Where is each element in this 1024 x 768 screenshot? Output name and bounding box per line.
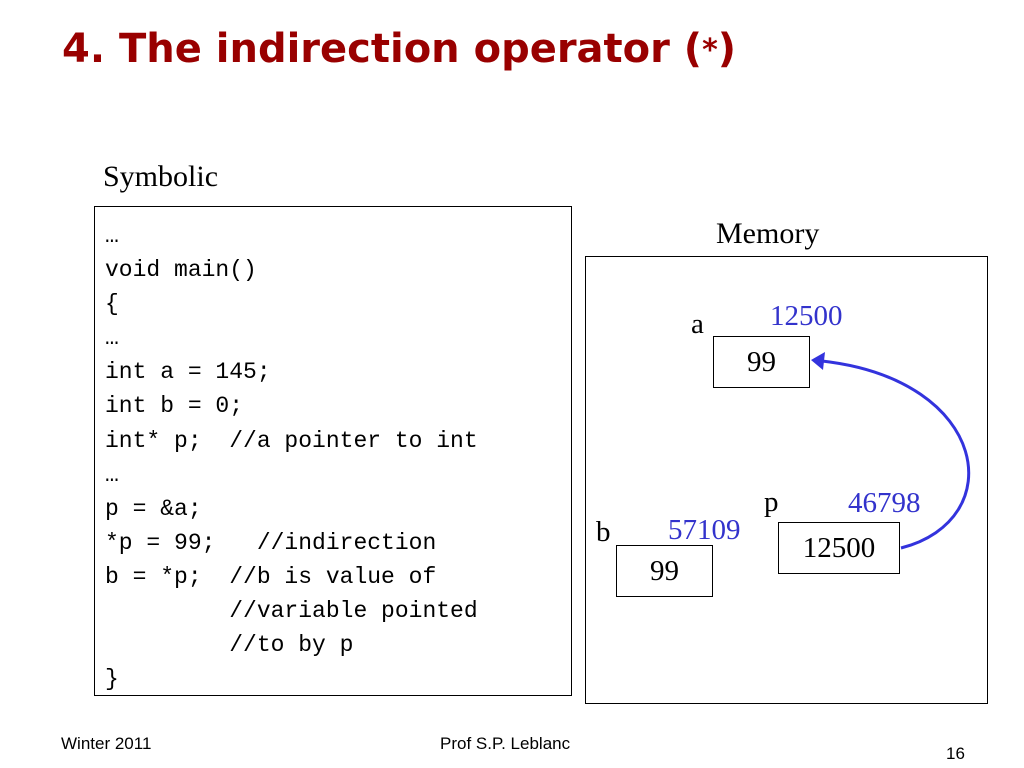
var-a-cell: 99: [713, 336, 810, 388]
footer-center: Prof S.P. Leblanc: [440, 734, 571, 753]
code-box: … void main() { … int a = 145; int b = 0…: [94, 206, 572, 696]
code-line: …: [105, 325, 119, 352]
code-line: void main(): [105, 257, 257, 284]
slide-title: 4. The indirection operator (*): [62, 26, 736, 72]
title-text: 4. The indirection operator (: [62, 26, 703, 72]
code-line: int* p; //a pointer to int: [105, 427, 478, 454]
code-line: p = &a;: [105, 495, 202, 522]
code-line: int a = 145;: [105, 359, 271, 386]
var-p-cell: 12500: [778, 522, 900, 574]
code-line: //to by p: [105, 632, 354, 659]
symbolic-label: Symbolic: [103, 160, 219, 193]
pointer-arrowhead: [811, 352, 825, 370]
var-a-address: 12500: [770, 300, 843, 332]
code-line: b = *p; //b is value of: [105, 563, 437, 590]
pointer-arrow-line: [821, 359, 971, 550]
code-line: *p = 99; //indirection: [105, 529, 437, 556]
code-line: }: [105, 666, 119, 693]
code-line: {: [105, 291, 119, 318]
var-b-cell: 99: [616, 545, 713, 597]
memory-box: [585, 256, 988, 704]
page-number: 16: [946, 744, 965, 763]
var-b-address: 57109: [668, 514, 741, 546]
code-line: …: [105, 223, 119, 249]
title-star: *: [702, 33, 718, 68]
footer-left: Winter 2011: [61, 734, 152, 753]
var-p-name: p: [764, 486, 779, 518]
code-line: int b = 0;: [105, 393, 244, 420]
memory-label: Memory: [716, 217, 820, 250]
code-line: //variable pointed: [105, 598, 478, 625]
var-p-address: 46798: [848, 487, 921, 519]
var-b-name: b: [596, 516, 611, 548]
code-line: …: [105, 461, 119, 488]
var-a-name: a: [691, 308, 704, 340]
title-close: ): [717, 26, 737, 72]
